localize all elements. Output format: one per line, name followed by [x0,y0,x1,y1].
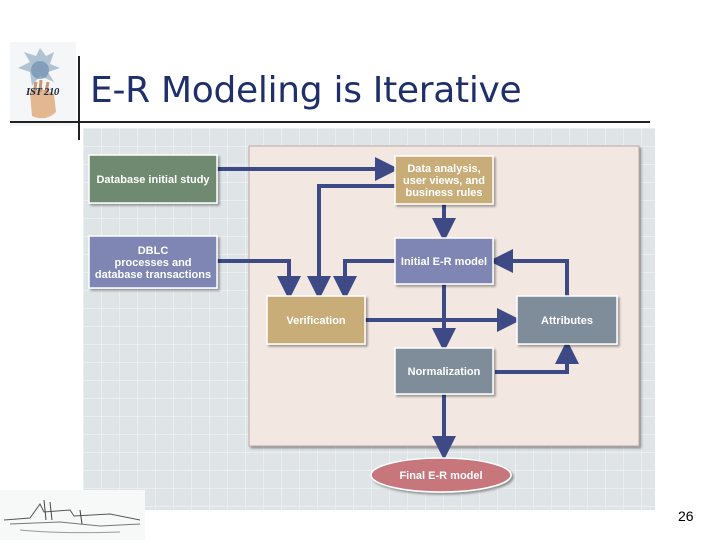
node-label: Initial E-R model [401,256,487,268]
node-box [394,237,494,285]
node-box [516,295,618,345]
edge-attributes-to-initial [489,249,569,296]
node-label: Normalization [408,366,481,378]
node-label: Attributes [541,315,593,327]
title-divider-horizontal [10,121,650,123]
node-attributes: Attributes [516,295,618,345]
node-box [370,457,512,493]
node-label: DBLC [138,245,169,257]
logo-text: IST 210 [26,86,59,98]
page-number: 26 [678,508,694,524]
ist210-logo [10,42,76,126]
node-box [394,347,494,395]
node-box [266,295,366,345]
node-box [394,155,494,205]
edge-dblc-to-verification [217,259,301,300]
edge-analysis-to-verification [307,184,395,300]
title-divider-vertical [78,56,80,140]
diagram-edges [217,157,579,460]
node-initial-er: Initial E-R model [394,237,494,285]
node-label: Database initial study [96,174,210,186]
slide-title: E-R Modeling is Iterative [90,70,522,111]
node-label: user views, and [403,175,485,187]
node-label: processes and [114,257,191,269]
edge-normalization-to-attributes [495,340,579,374]
node-box [88,235,218,289]
node-normalization: Normalization [394,347,494,395]
node-final-er: Final E-R model [370,457,512,493]
node-label: Final E-R model [399,470,482,482]
edge-initial-to-verification [333,259,395,300]
node-label: Verification [286,315,346,327]
footer-sketch [0,490,145,540]
node-verification: Verification [266,295,366,345]
sketch-graphic [0,490,145,540]
node-label: business rules [405,187,482,199]
node-label: database transactions [95,269,211,281]
node-db-initial-study: Database initial study [88,154,218,204]
node-label: Data analysis, [407,163,480,175]
node-box [88,154,218,204]
logo-graphic [10,42,76,126]
